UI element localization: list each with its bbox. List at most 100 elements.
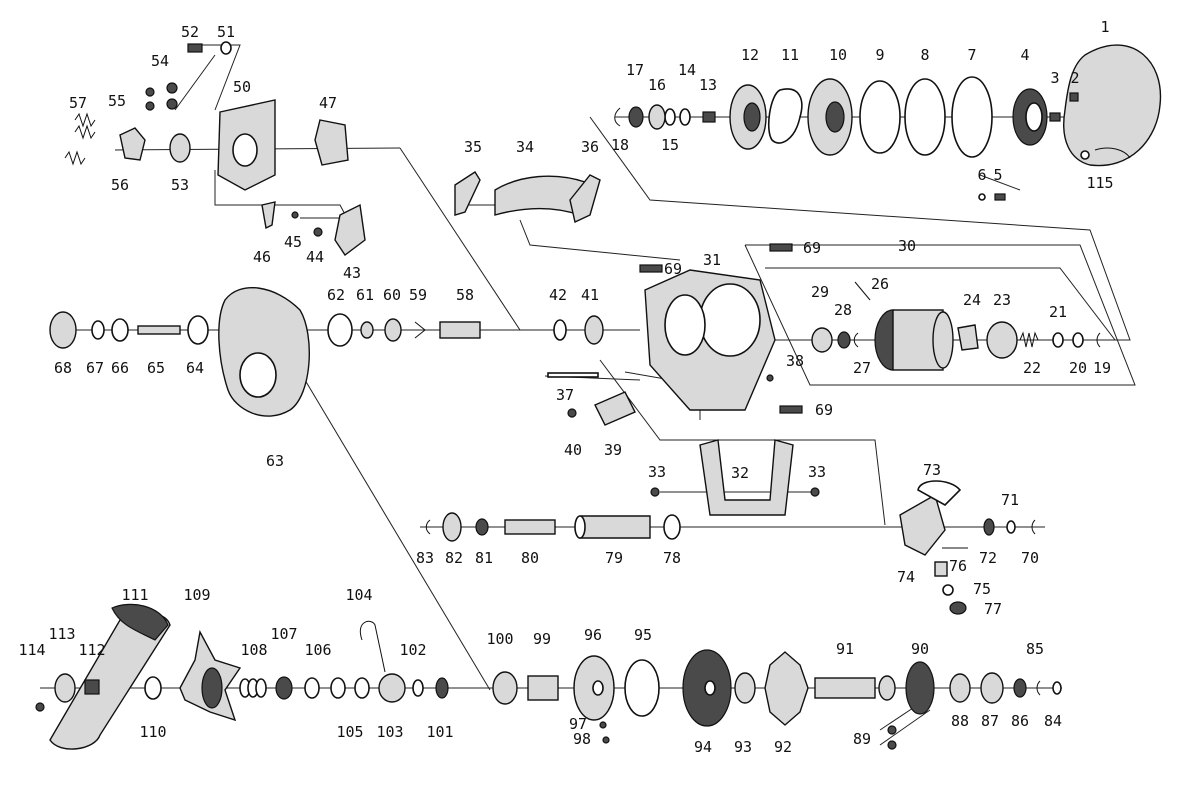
callout-35: 35 — [464, 138, 482, 156]
callout-106: 106 — [304, 641, 331, 659]
callout-20: 20 — [1069, 359, 1087, 377]
callout-114: 114 — [18, 641, 45, 659]
callout-56: 56 — [111, 176, 129, 194]
callout-94: 94 — [694, 738, 712, 756]
callout-15: 15 — [661, 136, 679, 154]
callout-110: 110 — [139, 723, 166, 741]
callout-69b: 69 — [664, 260, 682, 278]
callout-22: 22 — [1023, 359, 1041, 377]
callout-27: 27 — [853, 359, 871, 377]
part-shapes — [35, 41, 1162, 750]
callout-57: 57 — [69, 94, 87, 112]
callout-52: 52 — [181, 23, 199, 41]
callout-5: 5 — [993, 166, 1002, 184]
callout-95: 95 — [634, 626, 652, 644]
callout-51: 51 — [217, 23, 235, 41]
callout-70: 70 — [1021, 549, 1039, 567]
callout-32: 32 — [731, 464, 749, 482]
callout-58: 58 — [456, 286, 474, 304]
callout-6: 6 — [977, 166, 986, 184]
callout-63: 63 — [266, 452, 284, 470]
callout-111: 111 — [121, 586, 148, 604]
callout-85: 85 — [1026, 640, 1044, 658]
callout-68: 68 — [54, 359, 72, 377]
callout-79: 79 — [605, 549, 623, 567]
callout-13: 13 — [699, 76, 717, 94]
callout-90: 90 — [911, 640, 929, 658]
callout-97: 97 — [569, 715, 587, 733]
callout-3: 3 — [1050, 69, 1059, 87]
callout-12: 12 — [741, 46, 759, 64]
callout-81: 81 — [475, 549, 493, 567]
callout-54: 54 — [151, 52, 169, 70]
callout-38: 38 — [786, 352, 804, 370]
callout-107: 107 — [270, 625, 297, 643]
callout-87: 87 — [981, 712, 999, 730]
callout-16: 16 — [648, 76, 666, 94]
callout-73: 73 — [923, 461, 941, 479]
callout-28: 28 — [834, 301, 852, 319]
callout-33b: 33 — [808, 463, 826, 481]
callout-69c: 69 — [815, 401, 833, 419]
callout-82: 82 — [445, 549, 463, 567]
callout-30: 30 — [898, 237, 916, 255]
callout-72: 72 — [979, 549, 997, 567]
callout-76: 76 — [949, 557, 967, 575]
callout-62: 62 — [327, 286, 345, 304]
callout-89: 89 — [853, 730, 871, 748]
callout-34: 34 — [516, 138, 534, 156]
callout-23: 23 — [993, 291, 1011, 309]
callout-53: 53 — [171, 176, 189, 194]
callout-66: 66 — [111, 359, 129, 377]
callout-108: 108 — [240, 641, 267, 659]
callout-101: 101 — [426, 723, 453, 741]
callout-43: 43 — [343, 264, 361, 282]
callout-37: 37 — [556, 386, 574, 404]
callout-26: 26 — [871, 275, 889, 293]
callout-104: 104 — [345, 586, 372, 604]
callout-17: 17 — [626, 61, 644, 79]
callout-77: 77 — [984, 600, 1002, 618]
callout-numbers: 1 2 3 4 5 6 7 8 9 10 11 12 13 14 15 16 1… — [18, 18, 1113, 756]
callout-39: 39 — [604, 441, 622, 459]
callout-100: 100 — [486, 630, 513, 648]
callout-4: 4 — [1020, 46, 1029, 64]
callout-91: 91 — [836, 640, 854, 658]
callout-47: 47 — [319, 94, 337, 112]
callout-69a: 69 — [803, 239, 821, 257]
callout-60: 60 — [383, 286, 401, 304]
callout-99: 99 — [533, 630, 551, 648]
callout-7: 7 — [967, 46, 976, 64]
callout-10: 10 — [829, 46, 847, 64]
callout-11: 11 — [781, 46, 799, 64]
callout-24: 24 — [963, 291, 981, 309]
callout-59: 59 — [409, 286, 427, 304]
callout-75: 75 — [973, 580, 991, 598]
callout-113: 113 — [48, 625, 75, 643]
callout-88: 88 — [951, 712, 969, 730]
callout-19: 19 — [1093, 359, 1111, 377]
callout-14: 14 — [678, 61, 696, 79]
callout-65: 65 — [147, 359, 165, 377]
callout-36: 36 — [581, 138, 599, 156]
callout-105: 105 — [336, 723, 363, 741]
callout-92: 92 — [774, 738, 792, 756]
callout-2: 2 — [1070, 69, 1079, 87]
callout-102: 102 — [399, 641, 426, 659]
callout-44: 44 — [306, 248, 324, 266]
callout-96: 96 — [584, 626, 602, 644]
callout-31: 31 — [703, 251, 721, 269]
callout-103: 103 — [376, 723, 403, 741]
callout-112: 112 — [78, 641, 105, 659]
callout-80: 80 — [521, 549, 539, 567]
callout-98: 98 — [573, 730, 591, 748]
callout-9: 9 — [875, 46, 884, 64]
callout-115: 115 — [1086, 174, 1113, 192]
callout-18: 18 — [611, 136, 629, 154]
callout-46: 46 — [253, 248, 271, 266]
callout-33a: 33 — [648, 463, 666, 481]
callout-55: 55 — [108, 92, 126, 110]
callout-41: 41 — [581, 286, 599, 304]
